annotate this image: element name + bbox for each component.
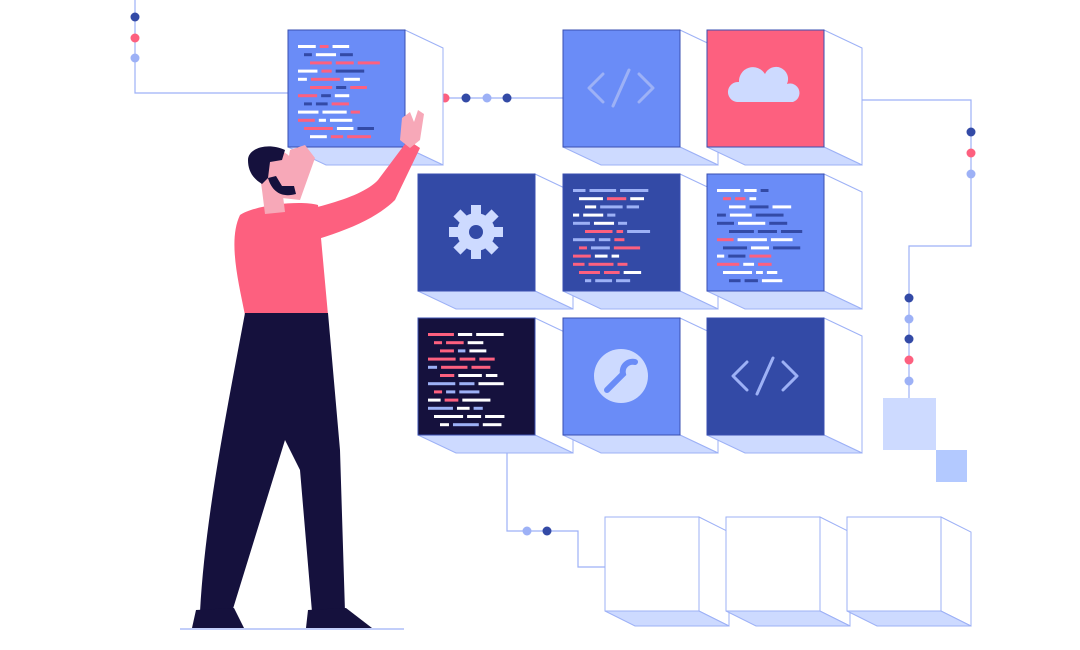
code-lines-icon xyxy=(428,333,505,427)
connector-dot xyxy=(904,293,914,303)
empty-tile xyxy=(725,516,851,627)
connector-dot xyxy=(130,53,140,63)
connector-dot xyxy=(502,93,512,103)
code-tile-navy xyxy=(562,173,719,310)
connector-dot xyxy=(966,148,976,158)
connector-dot xyxy=(904,334,914,344)
connector-dot xyxy=(966,127,976,137)
code-brackets-tile-1 xyxy=(562,29,719,166)
code-lines-icon xyxy=(717,189,803,283)
code-tile-dark xyxy=(417,317,574,454)
connector-dot xyxy=(461,93,471,103)
connector-dot xyxy=(966,169,976,179)
connector-dot xyxy=(904,314,914,324)
code-tile-blue xyxy=(706,173,863,310)
code-lines-icon xyxy=(298,45,380,139)
connector-dot xyxy=(904,355,914,365)
developer-person xyxy=(192,110,424,628)
cloud-icon xyxy=(727,66,800,102)
connector-dot xyxy=(522,526,532,536)
connector-dot xyxy=(482,93,492,103)
connector-dot xyxy=(130,12,140,22)
code-tile-held xyxy=(287,29,444,166)
code-brackets-icon xyxy=(587,68,655,108)
wrench-tile xyxy=(562,317,719,454)
gear-icon xyxy=(449,205,503,259)
accent-squares xyxy=(883,398,967,482)
cloud-tile xyxy=(706,29,863,166)
wrench-icon xyxy=(594,349,648,403)
connector-dot xyxy=(542,526,552,536)
connector-dot xyxy=(130,33,140,43)
empty-tile xyxy=(846,516,972,627)
code-lines-icon xyxy=(573,189,651,283)
code-brackets-icon xyxy=(731,356,799,396)
empty-tile xyxy=(604,516,730,627)
tile-grid xyxy=(287,29,972,627)
connector-dot xyxy=(904,376,914,386)
code-brackets-tile-2 xyxy=(706,317,863,454)
gear-tile xyxy=(417,173,574,310)
